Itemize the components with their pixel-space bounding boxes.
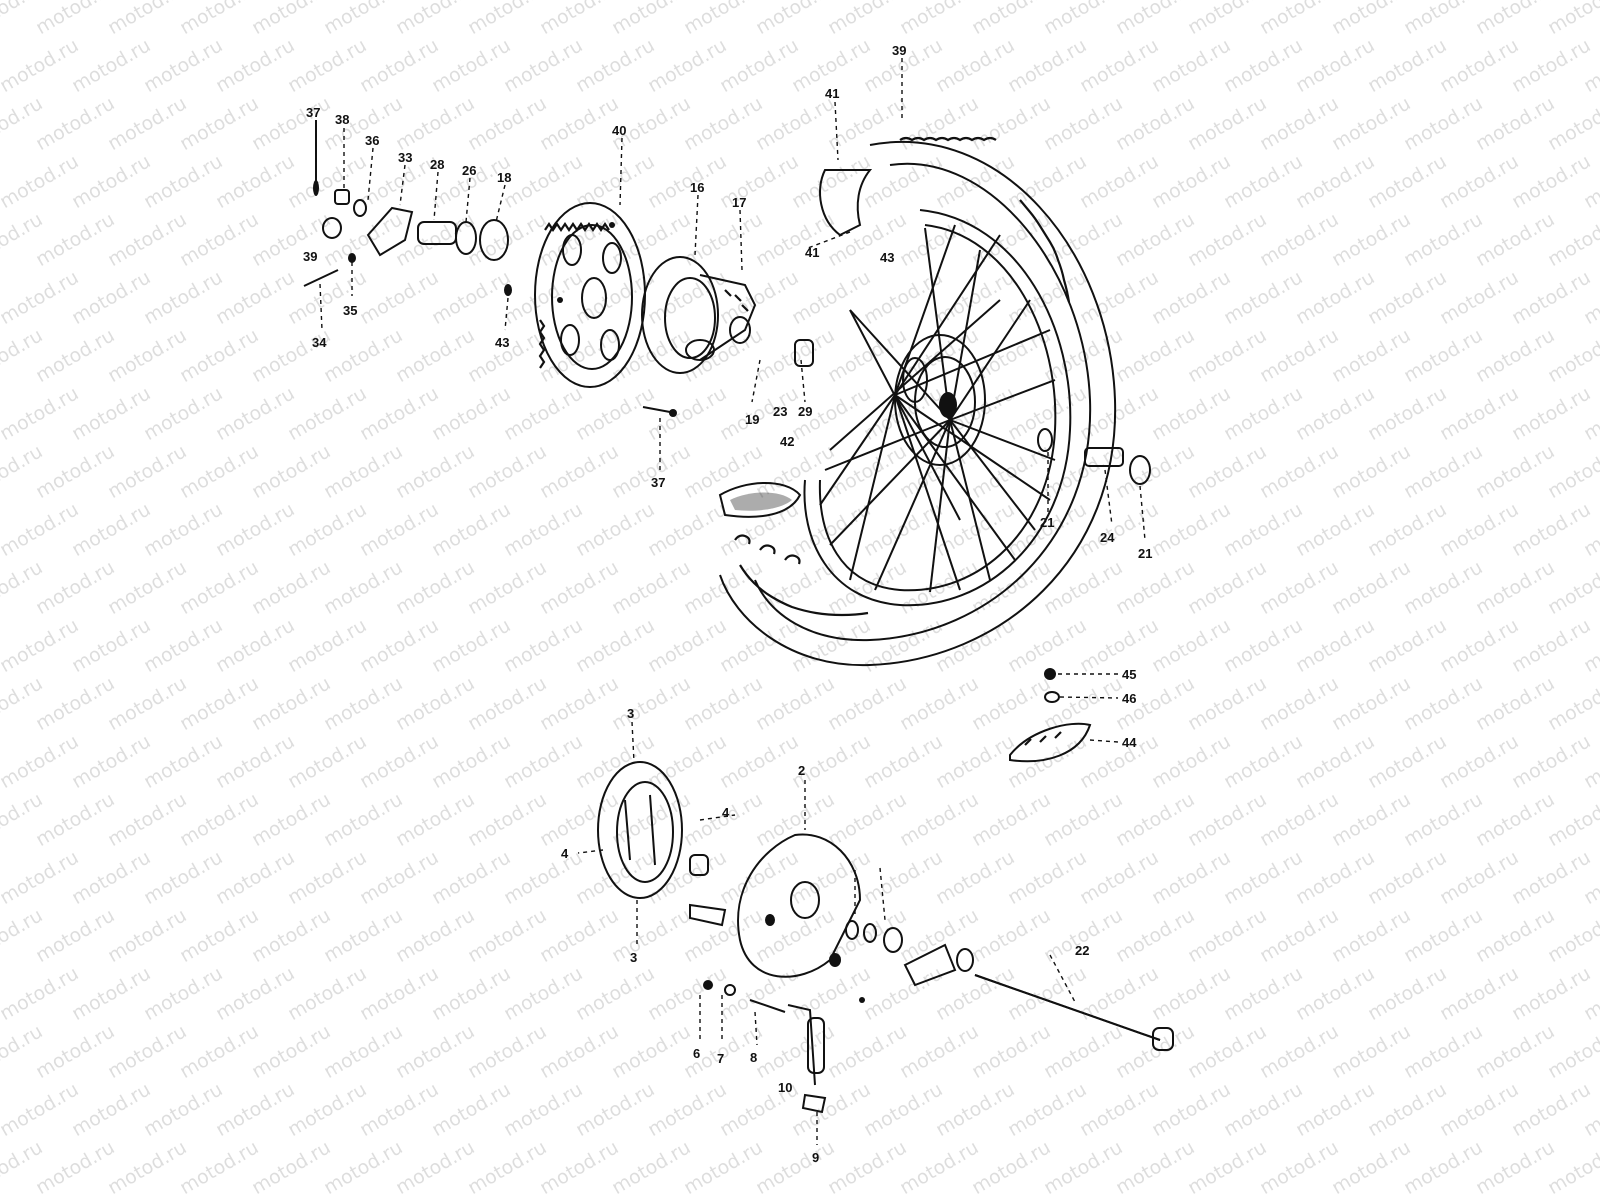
callout-21: 21 bbox=[1138, 546, 1152, 561]
callout-44: 44 bbox=[1122, 735, 1137, 750]
callout-30: 34 bbox=[312, 335, 327, 350]
callout-36: 40 bbox=[612, 123, 626, 138]
brake-shoes bbox=[597, 761, 683, 899]
callout-21-upper: 21 bbox=[1040, 515, 1054, 530]
callout-29: 33 bbox=[398, 150, 412, 165]
callout-22: 22 bbox=[1075, 943, 1089, 958]
callout-18: 18 bbox=[497, 170, 511, 185]
axle-spacers bbox=[845, 920, 974, 987]
wheel-spokes bbox=[819, 224, 1056, 593]
rear-sprocket bbox=[534, 202, 646, 388]
leader-lines bbox=[315, 58, 1146, 1145]
callout-8: 8 bbox=[750, 1050, 757, 1065]
callout-2: 2 bbox=[798, 763, 805, 778]
callout-40: 41 bbox=[825, 86, 839, 101]
callout-23: 23 bbox=[773, 404, 787, 419]
callout-37: 37 bbox=[651, 475, 665, 490]
callout-33: 37 bbox=[306, 105, 320, 120]
callout-41: 41 bbox=[805, 245, 819, 260]
callout-19: 19 bbox=[745, 412, 759, 427]
tube-valve-parts bbox=[1037, 428, 1151, 485]
callout-28: 29 bbox=[798, 404, 812, 419]
callout-3-bottom: 3 bbox=[630, 950, 637, 965]
callout-16: 16 bbox=[690, 180, 704, 195]
brake-panel bbox=[689, 833, 862, 978]
callout-23-right: 24 bbox=[1100, 530, 1115, 545]
chain-adjuster-parts bbox=[303, 120, 512, 296]
callout-26: 28 bbox=[430, 157, 444, 172]
sprocket-drum-hub bbox=[641, 256, 814, 374]
callout-46: 46 bbox=[1122, 691, 1136, 706]
callout-43: 43 bbox=[880, 250, 894, 265]
callout-4-left: 4 bbox=[561, 846, 569, 861]
callout-9: 9 bbox=[812, 1150, 819, 1165]
brake-cam-lever bbox=[703, 980, 865, 1114]
callout-38: 43 bbox=[495, 335, 509, 350]
rear-axle bbox=[974, 974, 1174, 1051]
callout-17: 17 bbox=[732, 195, 746, 210]
callout-24: 26 bbox=[462, 163, 476, 178]
chain-guide-parts bbox=[1009, 668, 1092, 763]
callout-10: 10 bbox=[778, 1080, 792, 1095]
callout-45: 45 bbox=[1122, 667, 1136, 682]
sprocket-bolt bbox=[642, 406, 677, 417]
callout-39: 39 bbox=[892, 43, 906, 58]
callout-3-top: 3 bbox=[627, 706, 634, 721]
callout-7: 7 bbox=[717, 1051, 724, 1066]
callout-42: 42 bbox=[780, 434, 794, 449]
callout-35: 39 bbox=[303, 249, 317, 264]
callout-31: 35 bbox=[343, 303, 357, 318]
callout-32: 36 bbox=[365, 133, 379, 148]
rear-tire bbox=[718, 136, 1117, 667]
callout-34: 38 bbox=[335, 112, 349, 127]
part-callouts: 37 38 36 33 28 26 18 39 35 34 43 40 16 1… bbox=[303, 43, 1152, 1165]
wheel-hub bbox=[894, 334, 986, 466]
callout-6: 6 bbox=[693, 1046, 700, 1061]
callout-4-right: 4 bbox=[722, 805, 730, 820]
wheel-rim bbox=[803, 209, 1072, 607]
